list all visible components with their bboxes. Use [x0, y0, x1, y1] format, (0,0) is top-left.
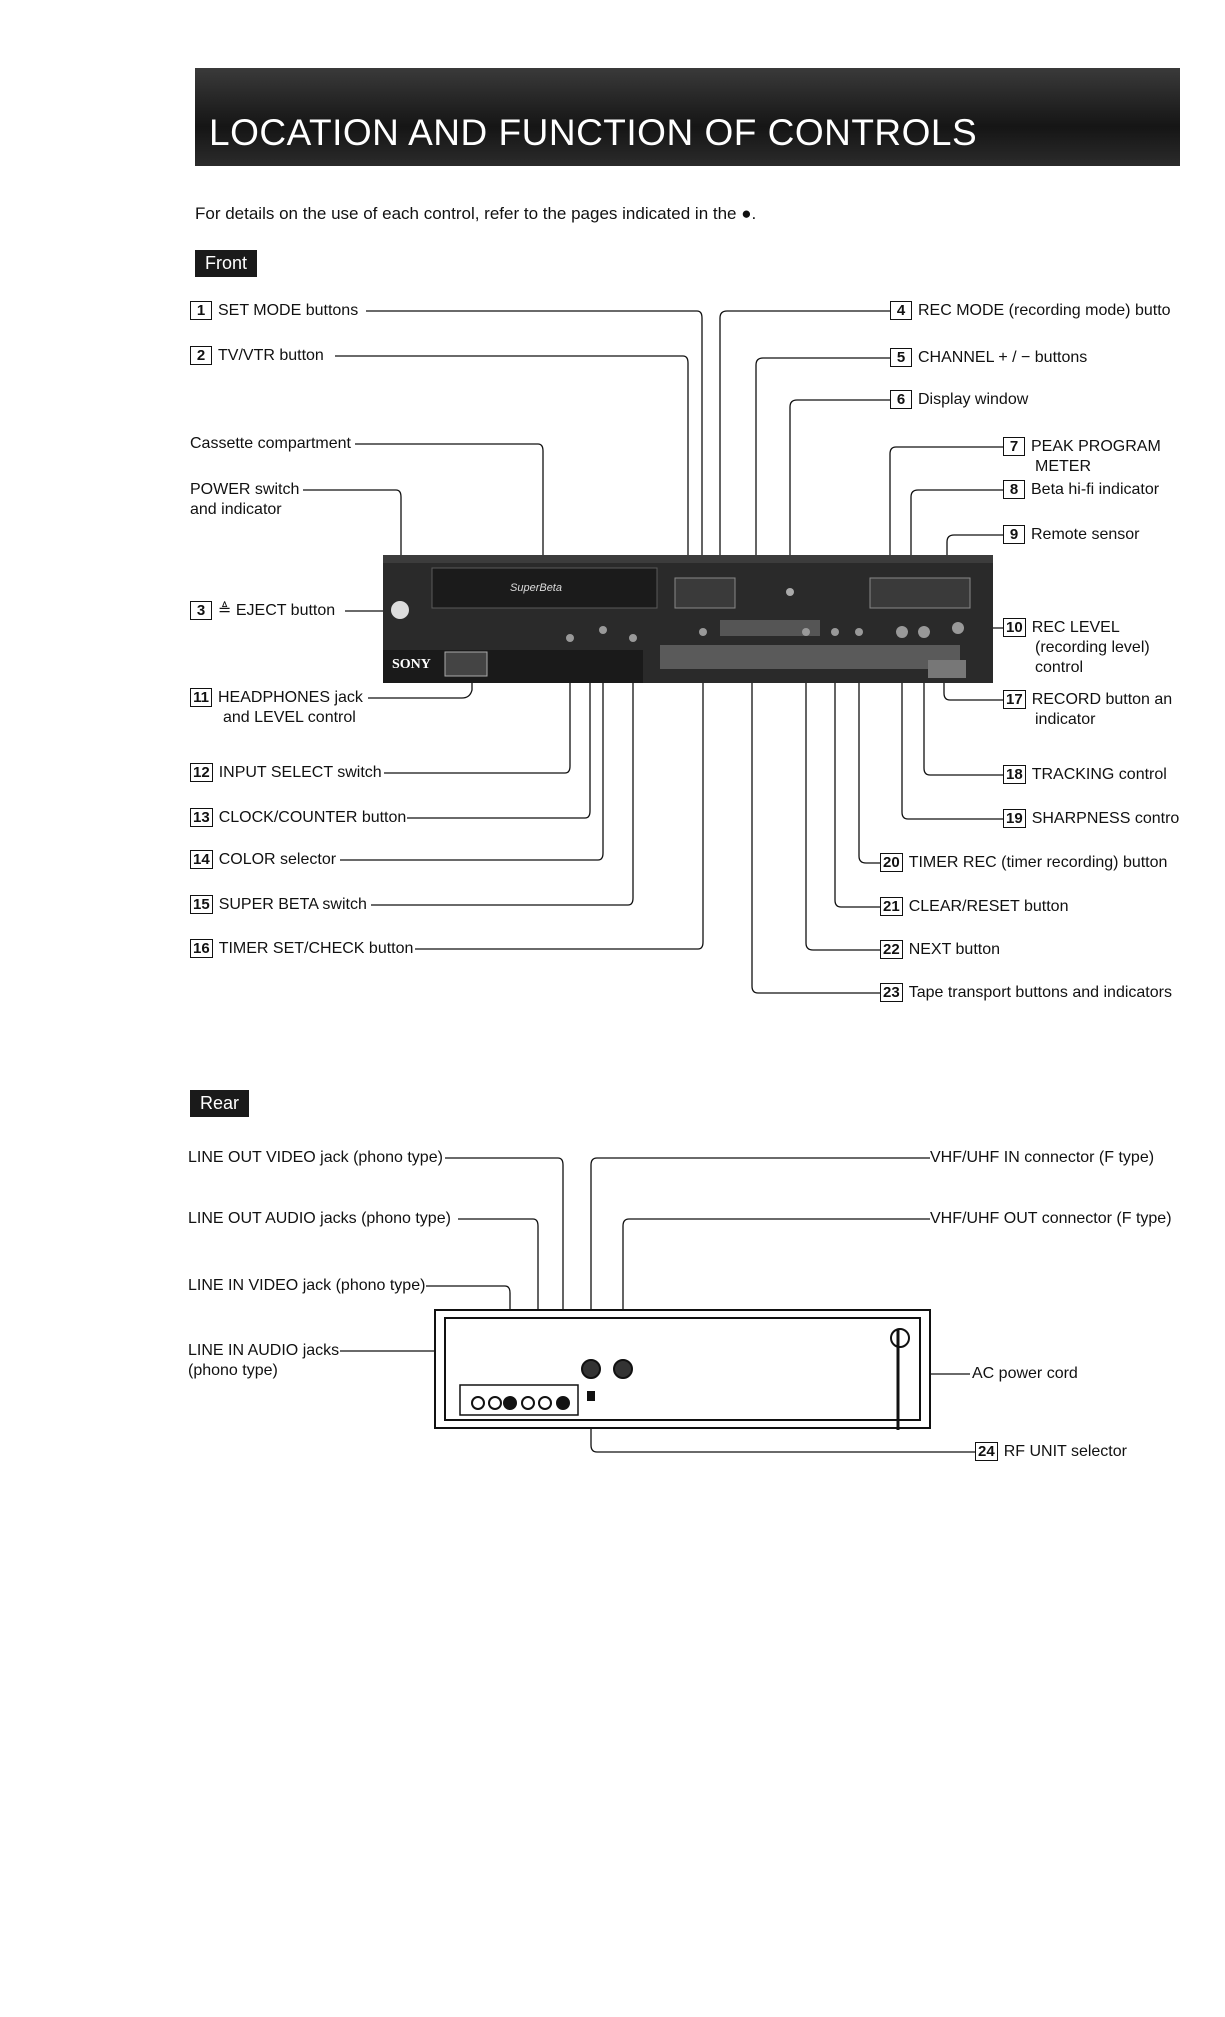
leader-17 — [943, 670, 1003, 701]
label-vhf-in: VHF/UHF IN connector (F type) — [930, 1149, 1155, 1166]
leader-6 — [789, 399, 890, 592]
label-vhf-out: VHF/UHF OUT connector (F type) — [930, 1210, 1172, 1227]
label-eject: 3≜ EJECT button — [190, 601, 335, 621]
vcr-front-panel — [383, 555, 993, 683]
leader-vhf-out — [622, 1218, 930, 1365]
leader-9 — [946, 534, 1003, 582]
label-line-out-audio: LINE OUT AUDIO jacks (phono type) — [188, 1210, 451, 1227]
front-heading: Front — [195, 250, 258, 277]
leader-13 — [407, 638, 591, 819]
leader-4 — [719, 310, 890, 572]
device-logo: SuperBeta — [510, 582, 562, 594]
label-line-in-video: LINE IN VIDEO jack (phono type) — [188, 1277, 426, 1294]
leader-8 — [910, 489, 1003, 582]
leader-line-in-video — [426, 1285, 511, 1405]
leader-2 — [335, 355, 689, 572]
intro-text: For details on the use of each control, … — [195, 204, 757, 223]
rear-heading: Rear — [190, 1090, 250, 1117]
leader-line-out-video — [445, 1157, 564, 1405]
leader-18 — [923, 635, 1003, 776]
leader-24 — [590, 1395, 975, 1453]
page-title: LOCATION AND FUNCTION OF CONTROLS — [209, 112, 978, 153]
label-line-in-audio: LINE IN AUDIO jacks(phono type) — [188, 1342, 340, 1379]
leader-7 — [889, 446, 1003, 582]
leader-cassette — [355, 443, 544, 582]
leader-23 — [751, 640, 880, 994]
leader-22 — [805, 632, 880, 951]
label-line-out-video: LINE OUT VIDEO jack (phono type) — [188, 1149, 443, 1166]
leader-12 — [384, 638, 571, 774]
title-banner: LOCATION AND FUNCTION OF CONTROLS — [195, 68, 1180, 166]
vcr-rear-panel — [434, 1309, 931, 1430]
leader-14 — [340, 630, 604, 861]
leader-15 — [371, 640, 634, 906]
leader-16 — [415, 640, 704, 950]
leader-21 — [834, 632, 880, 908]
leader-vhf-in — [590, 1157, 930, 1365]
label-ac-power-cord: AC power cord — [972, 1365, 1078, 1382]
leader-5 — [755, 357, 890, 625]
leader-power — [303, 489, 402, 555]
device-brand: SONY — [392, 657, 431, 672]
label-cassette: Cassette compartment — [190, 435, 351, 452]
leader-line-out-audio — [458, 1218, 539, 1405]
leader-19 — [901, 635, 1003, 820]
leader-1 — [366, 310, 703, 572]
leader-20 — [858, 632, 880, 864]
leader-11 — [368, 667, 473, 699]
